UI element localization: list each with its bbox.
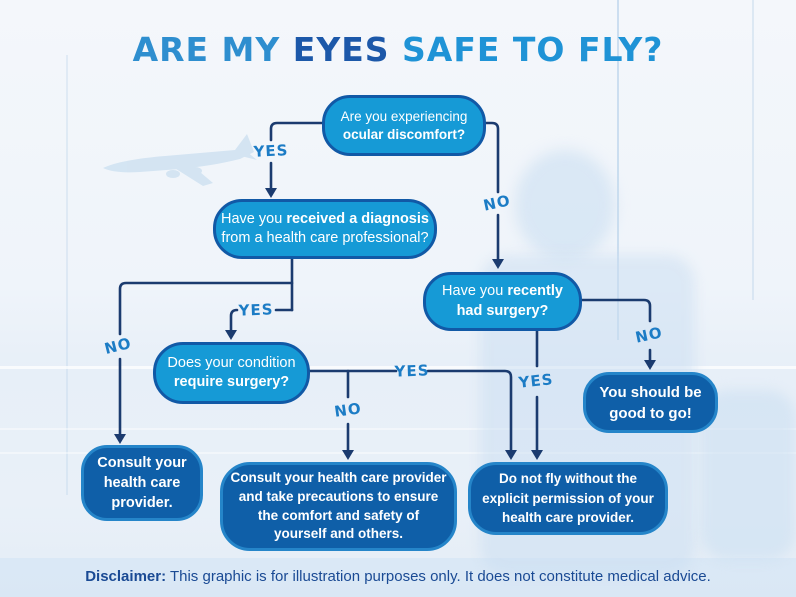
disclaimer: Disclaimer: This graphic is for illustra… bbox=[0, 568, 796, 585]
node-text: You should be good to go! bbox=[599, 383, 702, 422]
node-text-line: ocular discomfort? bbox=[342, 126, 466, 142]
node-text: Consult your health care provider and ta… bbox=[230, 469, 447, 542]
title-part-dark: EYES bbox=[292, 30, 403, 69]
edge-label-yes: YES bbox=[238, 300, 274, 320]
node-text-line: require surgery? bbox=[173, 374, 290, 390]
node-diagnosis-question: Have you received a diagnosis from a hea… bbox=[213, 199, 437, 259]
node-text: Do not fly without the explicit permissi… bbox=[482, 471, 654, 526]
node-text-line: had surgery? bbox=[456, 302, 549, 319]
node-require-surgery-question: Does your condition require surgery? bbox=[153, 342, 310, 404]
node-do-not-fly-outcome: Do not fly without the explicit permissi… bbox=[468, 462, 668, 535]
edge-label-no: NO bbox=[333, 399, 363, 421]
node-recent-surgery-question: Have you recently had surgery? bbox=[423, 272, 582, 331]
edge-label-yes: YES bbox=[253, 141, 289, 161]
edge-label-yes: YES bbox=[394, 361, 430, 381]
node-text-line: Does your condition bbox=[167, 354, 296, 371]
node-consult-and-precautions-outcome: Consult your health care provider and ta… bbox=[220, 462, 457, 551]
node-text-line: Are you experiencing bbox=[340, 108, 468, 124]
node-text-line: Have you recently bbox=[442, 283, 563, 300]
edge-label-yes: YES bbox=[517, 370, 555, 392]
node-consult-provider-outcome: Consult your health care provider. bbox=[81, 445, 203, 521]
node-text-line: from a health care professional? bbox=[221, 230, 429, 246]
node-good-to-go-outcome: You should be good to go! bbox=[583, 372, 718, 433]
title-part-light2: SAFE TO FLY? bbox=[402, 30, 664, 69]
node-text-line: Have you received a diagnosis bbox=[221, 210, 429, 227]
node-ocular-discomfort-question: Are you experiencing ocular discomfort? bbox=[322, 95, 486, 156]
node-text: Consult your health care provider. bbox=[97, 455, 187, 511]
page-title: ARE MY EYES SAFE TO FLY? bbox=[0, 30, 796, 69]
disclaimer-text: This graphic is for illustration purpose… bbox=[166, 568, 711, 585]
title-part-light: ARE MY bbox=[132, 30, 293, 69]
disclaimer-label: Disclaimer: bbox=[85, 568, 167, 585]
